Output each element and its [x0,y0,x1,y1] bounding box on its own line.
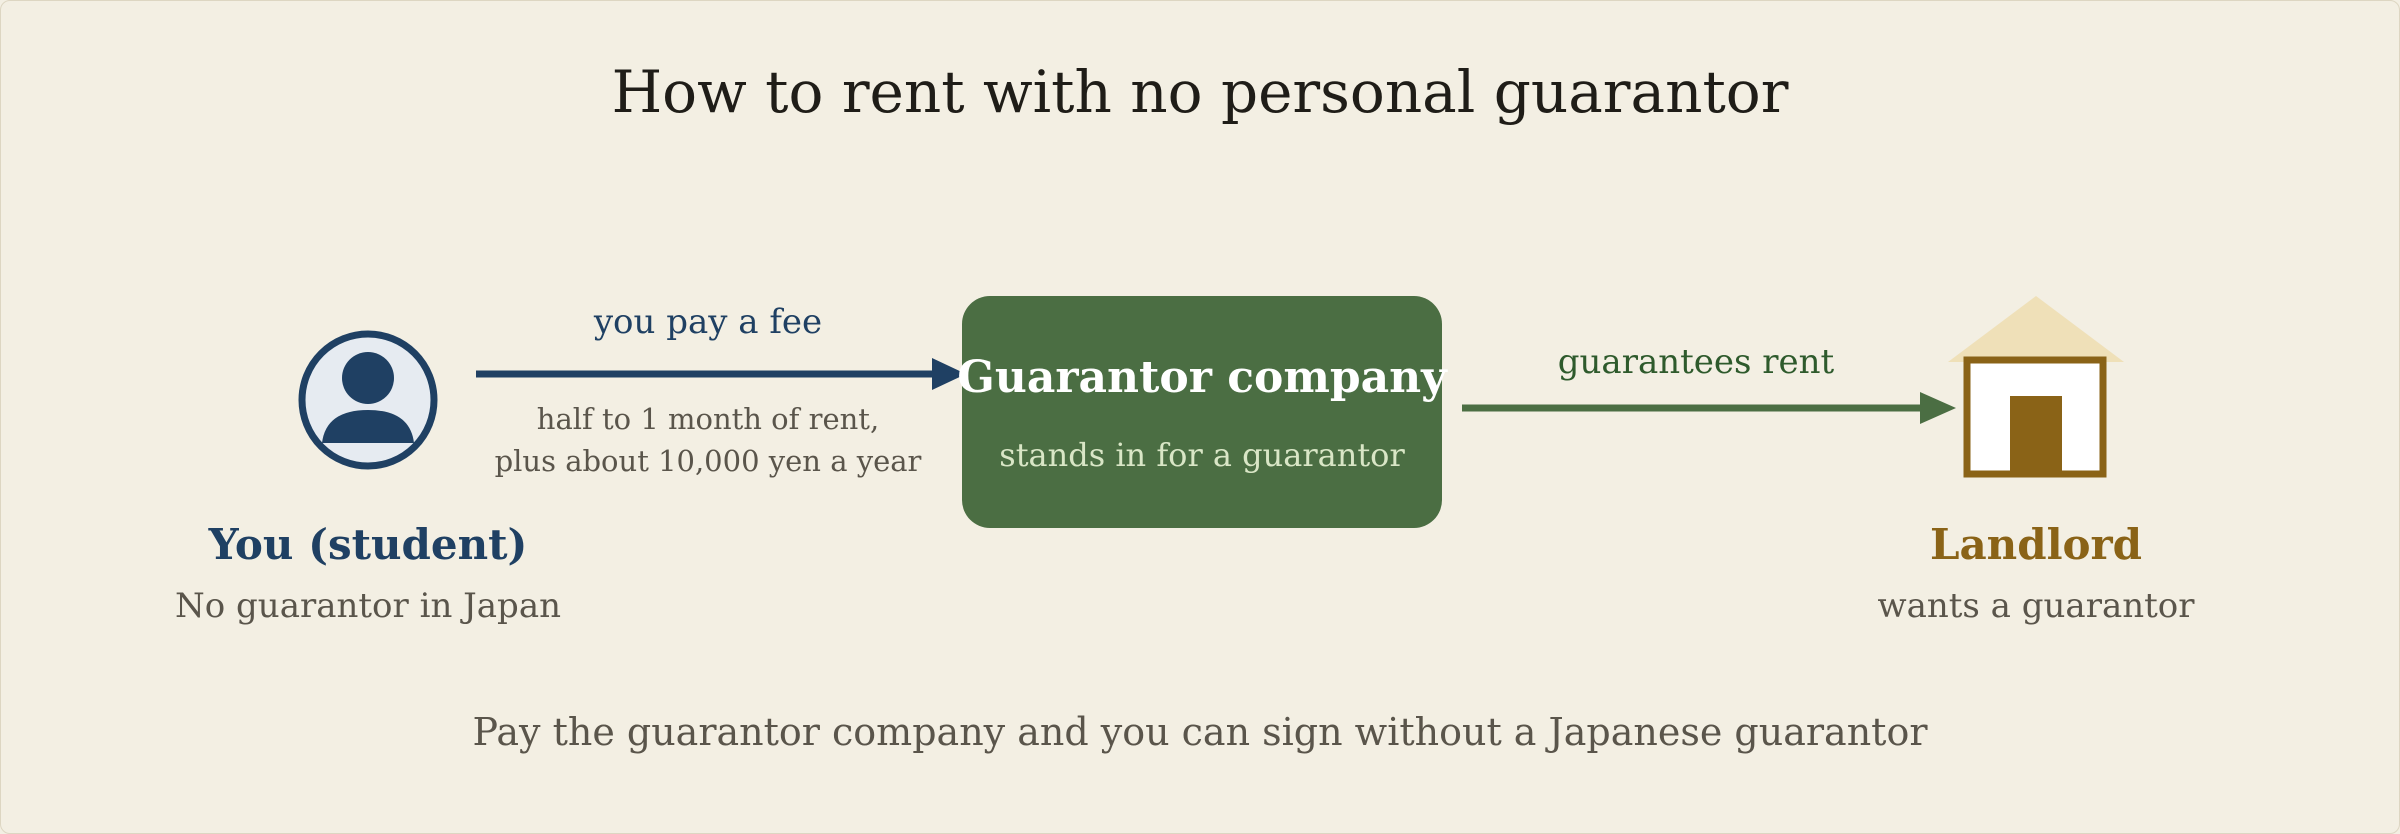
fee-detail-line2: plus about 10,000 yen a year [494,444,922,478]
fee-detail-line1: half to 1 month of rent, [536,402,880,436]
guarantor-company-box [962,296,1442,528]
footer-caption: Pay the guarantor company and you can si… [472,710,1928,754]
fee-arrow-head [932,358,966,390]
student-subtitle: No guarantor in Japan [175,586,561,626]
fee-arrow-label: you pay a fee [593,302,823,342]
diagram-title: How to rent with no personal guarantor [611,58,1789,126]
guarantee-arrow-head [1920,392,1956,424]
person-icon [298,330,438,470]
fee-detail: half to 1 month of rent, plus about 10,0… [495,398,922,482]
landlord-subtitle: wants a guarantor [1877,586,2195,626]
student-name: You (student) [208,520,528,569]
company-name: Guarantor company [957,352,1447,403]
landlord-name: Landlord [1929,520,2143,569]
guarantee-arrow-label: guarantees rent [1557,342,1835,382]
house-icon [1948,296,2124,478]
company-subtitle: stands in for a guarantor [999,436,1405,474]
